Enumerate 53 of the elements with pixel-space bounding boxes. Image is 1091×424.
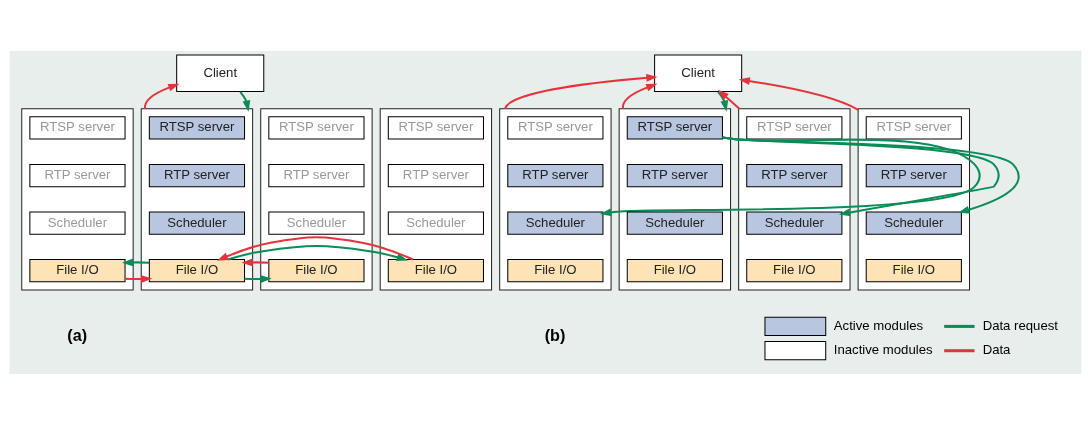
node-box: File I/O xyxy=(865,258,962,282)
arrow xyxy=(217,235,414,261)
node-box: RTSP server xyxy=(29,115,126,140)
arrow xyxy=(125,274,153,283)
arrow xyxy=(239,90,251,112)
arrow xyxy=(622,83,658,109)
node-box: RTSP server xyxy=(746,115,843,140)
node-box: RTSP server xyxy=(865,115,962,140)
node-box: RTP server xyxy=(746,163,843,187)
legend-label: Data xyxy=(982,341,1011,357)
node-box: Scheduler xyxy=(865,211,962,235)
cluster xyxy=(379,107,493,290)
node-box: RTP server xyxy=(626,163,723,187)
node-box: RTSP server xyxy=(387,115,484,140)
legend-label: Active modules xyxy=(833,317,924,333)
node-box: File I/O xyxy=(746,258,843,282)
node-box: File I/O xyxy=(268,258,365,282)
node-box: Scheduler xyxy=(507,211,604,235)
node-box: File I/O xyxy=(507,258,604,282)
node-box: Client xyxy=(176,54,265,92)
node-box: RTSP server xyxy=(148,115,246,140)
node-box: Scheduler xyxy=(746,211,843,235)
arrow xyxy=(504,73,658,109)
arrow xyxy=(122,258,150,266)
node-box: Scheduler xyxy=(148,211,246,235)
node-box: Scheduler xyxy=(29,211,126,235)
node-box: RTP server xyxy=(507,163,604,187)
node-box: RTP server xyxy=(865,163,962,187)
arrow xyxy=(144,83,180,109)
node-box: RTSP server xyxy=(507,115,604,140)
node-box: RTP server xyxy=(148,163,246,187)
node-box: RTP server xyxy=(268,163,365,187)
node-box: RTP server xyxy=(29,163,126,187)
legend-label: Inactive modules xyxy=(833,341,933,357)
node-box: RTSP server xyxy=(626,115,723,140)
arrow xyxy=(227,244,408,261)
node-box: File I/O xyxy=(626,258,723,282)
label: (a) xyxy=(67,325,88,344)
node-box: Scheduler xyxy=(387,211,484,235)
node-box: File I/O xyxy=(387,258,484,282)
arrow xyxy=(241,258,269,266)
label: (b) xyxy=(544,325,566,344)
node-box: File I/O xyxy=(29,258,126,282)
node-box: Scheduler xyxy=(626,211,723,235)
arrow xyxy=(244,274,272,283)
node-box: RTSP server xyxy=(268,115,365,140)
node-box: File I/O xyxy=(148,258,246,282)
cluster xyxy=(618,107,732,290)
arrow xyxy=(738,76,859,111)
node-box: RTP server xyxy=(387,163,484,187)
legend-label: Data request xyxy=(982,317,1058,333)
node-box: Scheduler xyxy=(268,211,365,235)
node-box: Client xyxy=(654,54,743,92)
